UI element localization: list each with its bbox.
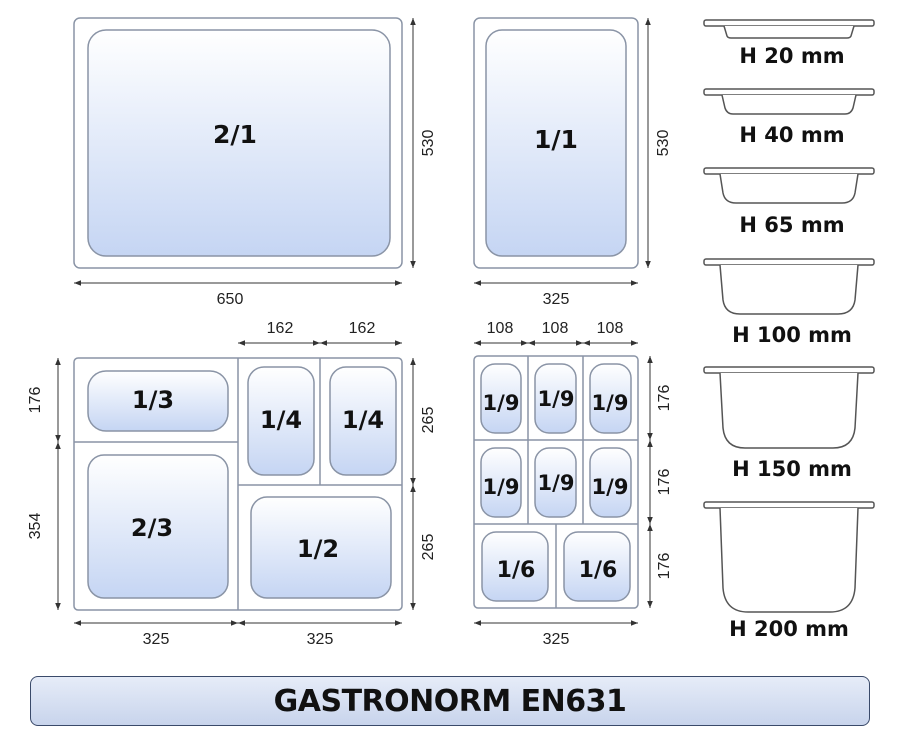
depth-label-200: H 200 mm (729, 617, 849, 641)
dimension-530-left: 530 (410, 18, 437, 268)
pan-1-9-r1c2: 1/9 (534, 363, 577, 434)
dim-label-176-combo: 176 (27, 387, 44, 414)
pan-1-4-left: 1/4 (247, 366, 315, 476)
pan-label-1-6: 1/6 (497, 558, 536, 583)
diagram-title: GASTRONORM EN631 (273, 683, 627, 719)
pan-label-2-3: 2/3 (131, 514, 173, 542)
pan-1-9-r2c3: 1/9 (589, 447, 632, 518)
depth-profile-150: H 150 mm (703, 366, 875, 481)
dim-label-325-bottom-mid: 325 (307, 631, 334, 648)
dimension-108-1: 108 (474, 320, 528, 346)
depth-label-150: H 150 mm (732, 457, 852, 481)
dim-label-354: 354 (27, 513, 44, 540)
dimension-325-top: 325 (474, 280, 638, 308)
depth-profile-200: H 200 mm (703, 501, 875, 641)
dimension-176-row3: 176 (647, 524, 673, 608)
pan-1-9-r1c1: 1/9 (480, 363, 522, 434)
dim-label-176-row1: 176 (656, 385, 673, 412)
dim-label-108-2: 108 (542, 320, 569, 337)
pan-1-4-right: 1/4 (329, 366, 397, 476)
dim-label-325-small-grid: 325 (543, 631, 570, 648)
pan-label-1-9: 1/9 (483, 391, 520, 415)
dimension-325-bottom-left: 325 (74, 620, 238, 648)
pan-1-1: 1/1 (473, 17, 639, 269)
pan-label-1-4-right: 1/4 (342, 406, 384, 434)
pan-label-1-6: 1/6 (579, 558, 618, 583)
pan-label-1-9: 1/9 (592, 475, 629, 499)
dim-label-162-left: 162 (267, 320, 294, 337)
dimension-176-row2: 176 (647, 440, 673, 524)
dim-label-325-bottom-left: 325 (143, 631, 170, 648)
dim-label-530-right: 530 (655, 130, 672, 157)
dimension-325-bottom-mid: 325 (238, 620, 402, 648)
pan-label-1-1: 1/1 (534, 125, 578, 154)
depth-profile-100: H 100 mm (703, 258, 875, 347)
depth-profile-40: H 40 mm (703, 88, 875, 147)
dimension-354: 354 (27, 442, 61, 610)
dimension-325-small-grid: 325 (474, 620, 638, 648)
dimension-650: 650 (74, 280, 402, 308)
pan-label-2-1: 2/1 (213, 120, 257, 149)
pan-label-1-4-left: 1/4 (260, 406, 302, 434)
dim-label-108-3: 108 (597, 320, 624, 337)
pan-label-1-9: 1/9 (592, 391, 629, 415)
dim-label-176-row3: 176 (656, 553, 673, 580)
pan-label-1-9: 1/9 (538, 387, 575, 411)
pan-label-1-2: 1/2 (297, 535, 339, 563)
pan-1-2: 1/2 (250, 496, 392, 599)
pan-2-1: 2/1 (73, 17, 403, 269)
dimension-108-3: 108 (583, 320, 638, 346)
depth-label-100: H 100 mm (732, 323, 852, 347)
depth-label-20: H 20 mm (739, 44, 844, 68)
dimension-265-bottom: 265 (410, 485, 437, 610)
pan-1-9-r2c2: 1/9 (534, 447, 577, 518)
dimension-530-right: 530 (645, 18, 672, 268)
dimension-162-right: 162 (320, 320, 402, 346)
pan-label-1-3: 1/3 (132, 386, 174, 414)
depth-label-40: H 40 mm (739, 123, 844, 147)
dim-label-650: 650 (217, 291, 244, 308)
pan-1-6-right: 1/6 (563, 531, 631, 602)
pan-1-9-r1c3: 1/9 (589, 363, 632, 434)
depth-label-65: H 65 mm (739, 213, 844, 237)
pan-2-3: 2/3 (87, 454, 229, 599)
dim-label-265-bottom: 265 (420, 534, 437, 561)
dim-label-325-top: 325 (543, 291, 570, 308)
dim-label-530-left: 530 (420, 130, 437, 157)
dimension-265-top: 265 (410, 358, 437, 485)
pan-label-1-9: 1/9 (538, 471, 575, 495)
dimension-176-row1: 176 (647, 356, 673, 440)
dimension-162-left: 162 (238, 320, 320, 346)
title-banner: GASTRONORM EN631 (30, 676, 870, 726)
pan-1-6-left: 1/6 (481, 531, 549, 602)
dim-label-265-top: 265 (420, 407, 437, 434)
dimension-108-2: 108 (528, 320, 583, 346)
pan-1-9-r2c1: 1/9 (480, 447, 522, 518)
dim-label-162-right: 162 (349, 320, 376, 337)
dim-label-108-1: 108 (487, 320, 514, 337)
dim-label-176-row2: 176 (656, 469, 673, 496)
dimension-176-combo: 176 (27, 358, 61, 442)
pan-1-3: 1/3 (87, 370, 229, 432)
depth-profile-65: H 65 mm (703, 167, 875, 237)
depth-profile-20: H 20 mm (703, 19, 875, 68)
pan-label-1-9: 1/9 (483, 475, 520, 499)
